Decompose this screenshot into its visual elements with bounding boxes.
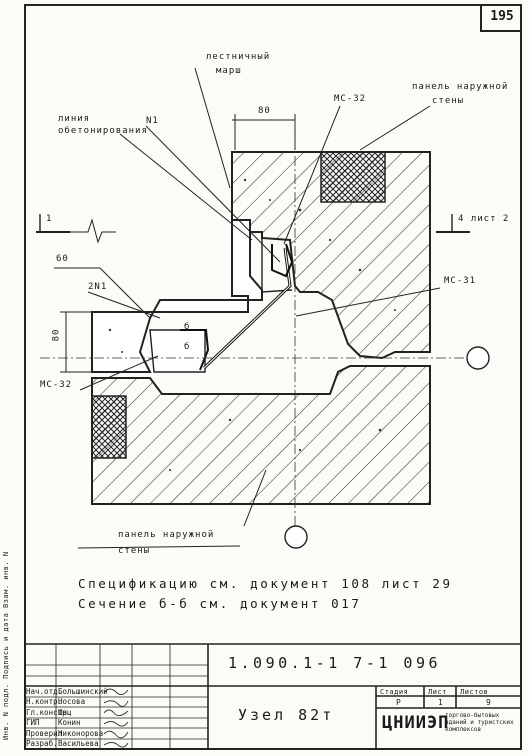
lower-insulation — [91, 395, 127, 459]
role-1: Н.контр. — [26, 697, 63, 706]
org-name: ЦНИИЭП — [382, 713, 450, 733]
bar-n1-inner — [203, 247, 291, 369]
label-outer-panel-bottom-2: стены — [118, 546, 151, 556]
loop-mc32-top — [271, 243, 294, 278]
label-mc32-top: МС-32 — [334, 94, 367, 104]
label-stair-flight-2: марш — [216, 66, 242, 76]
header-stage: Стадия — [380, 688, 409, 696]
label-concreting-line: линия — [58, 114, 91, 124]
drawing-code: 1.090.1-1 7-1 096 — [228, 654, 442, 672]
role-4: Проверил — [26, 729, 63, 738]
name-2: Шац — [58, 708, 72, 717]
node-title: Узел 82т — [238, 706, 335, 724]
name-1: Носова — [58, 697, 86, 706]
label-stair-flight: лестничный — [206, 52, 271, 62]
value-stage: Р — [396, 698, 401, 707]
header-sheets: Листов — [460, 688, 489, 696]
role-2: Гл.констр. — [26, 708, 72, 717]
lower-wall-panel — [91, 365, 431, 505]
name-4: Никонорова — [58, 729, 104, 738]
role-0: Нач.отд. — [26, 687, 63, 696]
name-0: Большинский — [58, 687, 108, 696]
label-sheet-ref: 4 лист 2 — [458, 214, 510, 224]
name-3: Конин — [58, 718, 81, 727]
note-spec: Спецификацию см. документ 108 лист 29 — [78, 576, 453, 591]
label-section-1: 1 — [46, 214, 53, 224]
label-2n1: 2N1 — [88, 282, 108, 292]
role-5: Разраб. — [26, 739, 58, 748]
label-section-b2: б — [184, 342, 191, 352]
label-mc32-bottom: МС-32 — [40, 380, 73, 390]
label-outer-panel-top: панель наружной — [412, 82, 509, 92]
note-section: Сечение б-б см. документ 017 — [78, 596, 362, 611]
role-3: ГИП — [26, 718, 40, 727]
header-sheet: Лист — [428, 688, 447, 696]
concrete-speckle — [108, 178, 396, 471]
label-dim-60: 60 — [56, 254, 69, 264]
org-subtitle: торгово-бытовых зданий и туристских комп… — [445, 712, 514, 733]
upper-insulation — [320, 151, 386, 203]
label-concreting-line-2: обетонирования — [58, 126, 148, 136]
label-dim-80-top: 80 — [258, 106, 271, 116]
value-sheets: 9 — [486, 698, 491, 707]
sheet-frame — [24, 4, 522, 750]
value-sheet: 1 — [438, 698, 443, 707]
label-outer-panel-top-2: стены — [432, 96, 465, 106]
label-outer-panel-bottom: панель наружной — [118, 530, 215, 540]
axis-bubble-bottom — [284, 525, 308, 549]
label-n1: N1 — [146, 116, 159, 126]
page-number: 195 — [480, 4, 522, 32]
axis-bubble-right — [466, 346, 490, 370]
label-mc31: МС-31 — [444, 276, 477, 286]
concreting-line — [261, 232, 293, 293]
loop-mc32-bottom — [180, 329, 210, 371]
name-5: Васильева — [58, 739, 99, 748]
label-section-b1: б — [184, 322, 191, 332]
